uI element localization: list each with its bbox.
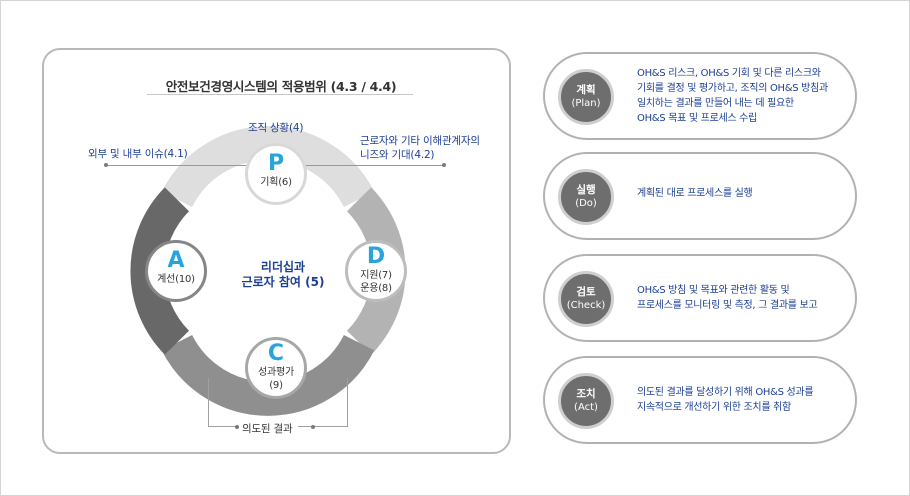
node-do: D 지원(7) 운용(8)	[345, 240, 407, 302]
center-line2: 근로자 참여 (5)	[241, 275, 325, 289]
step-check-card: 검토 (Check) OH&S 방침 및 목표와 관련한 활동 및 프로세스를 …	[543, 254, 857, 342]
node-act-letter: A	[167, 248, 185, 273]
step-plan-desc-3: 일치하는 결과를 만들어 내는 데 필요한	[637, 98, 794, 109]
step-do-desc-1: 계획된 대로 프로세스를 실행	[637, 188, 753, 199]
left-leader-line	[106, 165, 250, 166]
external-internal-label: 외부 및 내부 이슈(4.1)	[88, 148, 188, 160]
step-plan-badge: 계획 (Plan)	[558, 69, 614, 125]
node-do-label2: 운용(8)	[360, 283, 392, 294]
outcome-label: 의도된 결과	[236, 421, 299, 436]
step-act-desc: 의도된 결과를 달성하기 위해 OH&S 성과를 지속적으로 개선하기 위한 조…	[637, 358, 847, 442]
node-do-letter: D	[366, 244, 386, 269]
context-label: 조직 상황(4)	[248, 122, 304, 134]
outcome-dot-left	[235, 425, 239, 429]
leadership-center: 리더십과 근로자 참여 (5)	[228, 260, 338, 290]
node-act-label: 계선(10)	[157, 274, 195, 285]
step-check-title: 검토	[576, 286, 596, 298]
step-plan-desc-2: 기회를 결정 및 평가하고, 조직의 OH&S 방침과	[637, 83, 828, 94]
step-check-desc: OH&S 방침 및 목표와 관련한 활동 및 프로세스를 모니터링 및 측정, …	[637, 256, 847, 340]
node-plan-letter: P	[267, 151, 285, 176]
node-check: C 성과평가 (9)	[245, 337, 307, 399]
step-act-desc-1: 의도된 결과를 달성하기 위해 OH&S 성과를	[637, 387, 814, 398]
right-leader-line	[300, 165, 444, 166]
node-check-label1: 성과평가	[258, 367, 294, 378]
title-divider	[147, 94, 413, 95]
needs-label-line1: 근로자와 기타 이해관계자의	[360, 135, 480, 147]
ring-segment-c	[161, 334, 375, 416]
step-act-title: 조치	[576, 388, 596, 400]
node-act: A 계선(10)	[145, 240, 207, 302]
step-plan-title: 계획	[576, 84, 596, 96]
node-plan: P 기획(6)	[245, 143, 307, 205]
step-plan-card: 계획 (Plan) OH&S 리스크, OH&S 기회 및 다른 리스크와 기회…	[543, 52, 857, 140]
node-plan-label: 기획(6)	[260, 177, 292, 188]
node-check-letter: C	[267, 341, 285, 366]
right-leader-dot	[442, 163, 446, 167]
step-do-subtitle: (Do)	[575, 198, 597, 209]
step-act-badge: 조치 (Act)	[558, 373, 614, 429]
step-check-subtitle: (Check)	[566, 300, 606, 311]
step-plan-desc-1: OH&S 리스크, OH&S 기회 및 다른 리스크와	[637, 68, 821, 79]
step-act-card: 조치 (Act) 의도된 결과를 달성하기 위해 OH&S 성과를 지속적으로 …	[543, 356, 857, 444]
step-do-title: 실행	[576, 184, 596, 196]
outcome-dot-right	[311, 425, 315, 429]
step-act-subtitle: (Act)	[574, 402, 598, 413]
step-check-badge: 검토 (Check)	[558, 271, 614, 327]
left-leader-dot	[104, 163, 108, 167]
step-plan-desc-4: OH&S 목표 및 프로세스 수립	[637, 113, 757, 124]
step-do-badge: 실행 (Do)	[558, 169, 614, 225]
step-check-desc-2: 프로세스를 모니터링 및 측정, 그 결과를 보고	[637, 300, 818, 311]
center-line1: 리더십과	[260, 260, 306, 274]
node-do-label1: 지원(7)	[360, 270, 392, 281]
step-plan-desc: OH&S 리스크, OH&S 기회 및 다른 리스크와 기회를 결정 및 평가하…	[637, 54, 847, 138]
step-do-desc: 계획된 대로 프로세스를 실행	[637, 154, 847, 238]
needs-label-line2: 니즈와 기대(4.2)	[360, 149, 435, 161]
panel-title: 안전보건경영시스템의 적용범위 (4.3 / 4.4)	[165, 79, 397, 94]
step-do-card: 실행 (Do) 계획된 대로 프로세스를 실행	[543, 152, 857, 240]
step-act-desc-2: 지속적으로 개선하기 위한 조치를 취함	[637, 402, 791, 413]
node-check-label2: (9)	[269, 380, 283, 391]
step-plan-subtitle: (Plan)	[571, 98, 601, 109]
step-check-desc-1: OH&S 방침 및 목표와 관련한 활동 및	[637, 285, 790, 296]
